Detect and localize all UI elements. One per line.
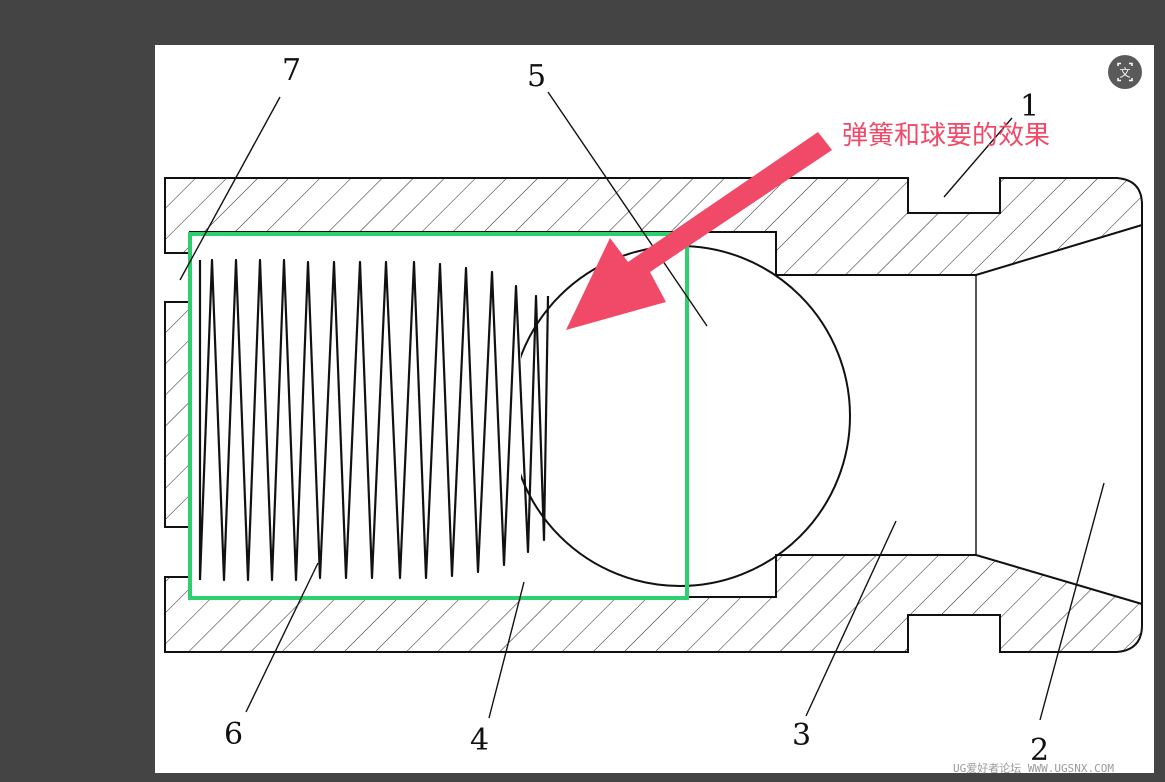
highlight-box xyxy=(188,232,689,600)
annotation-text: 弹簧和球要的效果 xyxy=(842,121,1050,151)
spring xyxy=(198,258,550,582)
annotation-arrow xyxy=(566,132,832,330)
label-part-1: 1 xyxy=(1020,89,1039,124)
leader-4 xyxy=(488,581,525,719)
label-part-4: 4 xyxy=(470,723,489,758)
leader-1 xyxy=(943,117,1013,198)
leader-6 xyxy=(245,562,319,713)
translate-icon: 文 xyxy=(1117,62,1133,82)
label-part-7: 7 xyxy=(282,53,301,88)
watermark: UG爱好者论坛 WWW.UGSNX.COM xyxy=(953,761,1114,775)
label-part-2: 2 xyxy=(1030,733,1049,768)
svg-text:文: 文 xyxy=(1120,66,1131,80)
ball xyxy=(509,245,851,587)
leader-2 xyxy=(1039,482,1105,721)
leader-3 xyxy=(805,520,897,717)
leader-7 xyxy=(179,96,281,281)
label-part-5: 5 xyxy=(527,59,546,94)
label-part-3: 3 xyxy=(792,718,811,753)
translate-button[interactable]: 文 xyxy=(1108,55,1142,89)
leader-5 xyxy=(547,91,708,327)
label-part-6: 6 xyxy=(224,717,243,752)
